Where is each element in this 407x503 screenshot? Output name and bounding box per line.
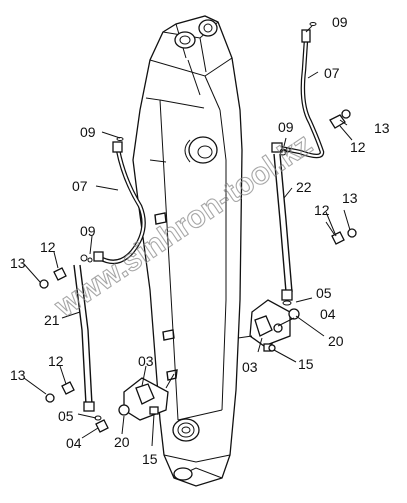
label-part-09-left-top: 09 (80, 124, 96, 140)
clamp-03-left (135, 383, 155, 405)
bolt-15-left (149, 406, 159, 415)
label-part-04-right: 04 (320, 306, 336, 322)
hose-07-right (271, 29, 325, 159)
middle-pin-boss (188, 136, 218, 164)
tube-22 (273, 153, 293, 306)
top-pin-boss (174, 31, 196, 49)
bottom-pin-boss (173, 467, 193, 481)
label-part-13-right-mid: 13 (342, 190, 358, 206)
lower-pin-boss (172, 418, 200, 442)
label-part-15-right: 15 (298, 356, 314, 372)
label-part-05-left: 05 (58, 408, 74, 424)
leader-lines (23, 119, 353, 447)
label-part-20-right: 20 (328, 333, 344, 349)
label-part-13-left-mid: 13 (10, 255, 26, 271)
label-part-20-left: 20 (114, 434, 130, 450)
clamp-bracket (166, 369, 178, 381)
washer-20-left (118, 404, 130, 416)
arm-body (132, 15, 243, 487)
hose-bracket-lower (162, 329, 175, 341)
label-part-03-right: 03 (242, 359, 258, 375)
label-part-15-left: 15 (142, 451, 158, 467)
fasteners-right-mid (325, 221, 357, 245)
label-part-05-right: 05 (316, 285, 332, 301)
fasteners-right-top (279, 109, 351, 156)
fasteners-left-low (45, 381, 109, 433)
label-part-13-right-top: 13 (374, 120, 390, 136)
bolt-04-right (273, 323, 283, 333)
hose-07-left (93, 141, 146, 265)
label-part-03-left: 03 (138, 353, 154, 369)
label-part-12-left-low: 12 (48, 353, 64, 369)
label-part-09-left: 09 (80, 223, 96, 239)
clamp-03-right (254, 315, 273, 337)
tube-21 (73, 264, 95, 412)
hose-bracket-upper (154, 212, 167, 225)
label-part-07-left: 07 (72, 178, 88, 194)
label-part-13-left-low: 13 (10, 367, 26, 383)
label-part-12-right-mid: 12 (314, 202, 330, 218)
o-ring-top (309, 22, 317, 26)
label-part-22: 22 (296, 179, 312, 195)
label-part-12-right-top: 12 (350, 139, 366, 155)
label-part-09-right: 09 (278, 119, 294, 135)
label-part-07-right: 07 (324, 65, 340, 81)
label-part-21: 21 (44, 312, 60, 328)
label-part-09-top: 09 (332, 14, 348, 30)
top-pin-boss-2 (198, 19, 218, 37)
label-part-12-left-mid: 12 (40, 239, 56, 255)
label-part-04-left: 04 (66, 435, 82, 451)
fasteners-left-mid (39, 254, 93, 289)
part-labels: 09 07 13 12 09 22 12 13 05 04 20 03 15 0… (10, 14, 390, 467)
